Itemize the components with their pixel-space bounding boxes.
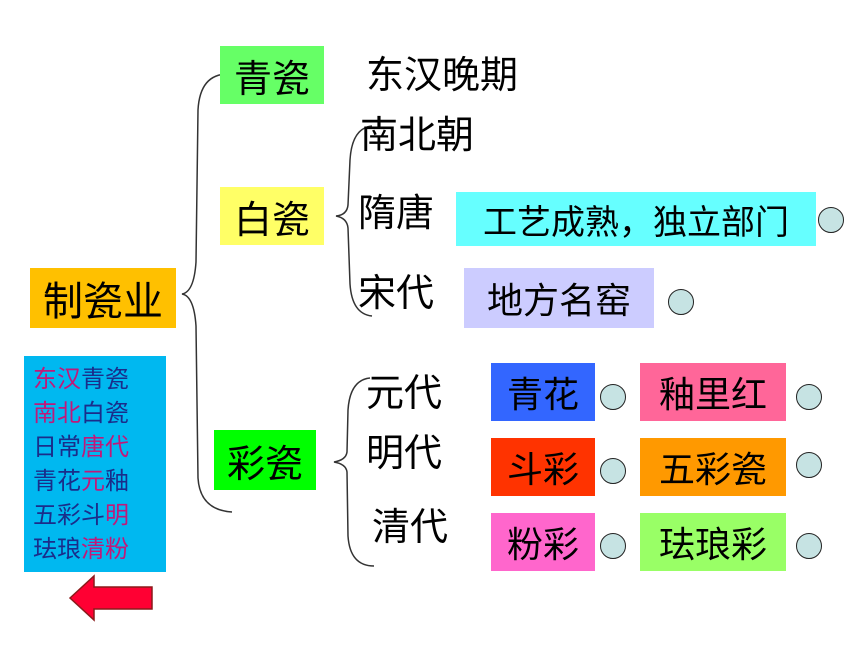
left-arrow-icon[interactable] — [68, 574, 154, 622]
cai-brace — [333, 377, 375, 567]
item-youlihong[interactable]: 釉里红 — [640, 363, 786, 421]
item-fencai[interactable]: 粉彩 — [491, 513, 595, 571]
detail-songdai-label: 地方名窑 — [486, 281, 631, 322]
root-label: 制瓷业 — [43, 279, 163, 325]
period-nanbeichao: 南北朝 — [360, 113, 475, 157]
circle-icon[interactable] — [818, 207, 844, 233]
mnemonic-segment: 日常 — [33, 433, 81, 461]
bai-brace — [335, 125, 373, 317]
mnemonic-segment: 青花 — [33, 467, 81, 495]
period-suitang: 隋唐 — [358, 191, 435, 235]
item-wucaici-label: 五彩瓷 — [658, 450, 767, 491]
circle-icon[interactable] — [796, 384, 822, 410]
circle-icon[interactable] — [668, 289, 694, 315]
mnemonic-segment: 青瓷 — [81, 365, 129, 393]
mnemonic-segment: 釉 — [105, 467, 129, 495]
mnemonic-segment: 元 — [81, 467, 105, 495]
mnemonic-box: 东汉青瓷南北白瓷日常唐代青花元釉五彩斗明珐琅清粉 — [24, 356, 166, 572]
mnemonic-segment: 五彩斗 — [33, 501, 105, 529]
detail-songdai[interactable]: 地方名窑 — [464, 268, 654, 328]
period-qingdai: 清代 — [372, 505, 449, 549]
item-doucai-label: 斗彩 — [506, 450, 579, 491]
circle-icon[interactable] — [796, 452, 822, 478]
branch-qing-note: 东汉晚期 — [366, 53, 519, 97]
circle-icon[interactable] — [600, 458, 626, 484]
branch-cai-label: 彩瓷 — [226, 441, 303, 486]
item-doucai[interactable]: 斗彩 — [491, 438, 595, 496]
branch-qing-node[interactable]: 青瓷 — [220, 46, 324, 104]
circle-icon[interactable] — [600, 384, 626, 410]
detail-suitang[interactable]: 工艺成熟，独立部门 — [456, 192, 816, 246]
branch-cai-node[interactable]: 彩瓷 — [214, 430, 316, 490]
period-yuandai: 元代 — [366, 371, 443, 415]
item-qinghua-label: 青花 — [506, 375, 579, 416]
mnemonic-segment: 明 — [105, 501, 129, 529]
item-wucaici[interactable]: 五彩瓷 — [640, 438, 786, 496]
item-fencai-label: 粉彩 — [506, 525, 579, 566]
period-mingdai: 明代 — [366, 431, 443, 475]
mnemonic-segment: 唐代 — [81, 433, 129, 461]
branch-bai-node[interactable]: 白瓷 — [220, 187, 324, 245]
mnemonic-segment: 东汉 — [33, 365, 81, 393]
detail-suitang-label: 工艺成熟，独立部门 — [483, 202, 789, 243]
mnemonic-segment: 清粉 — [81, 535, 129, 563]
item-falangcai[interactable]: 珐琅彩 — [640, 513, 786, 571]
mnemonic-line: 青花元釉 — [33, 464, 166, 498]
item-falangcai-label: 珐琅彩 — [658, 525, 767, 566]
mnemonic-line: 日常唐代 — [33, 430, 166, 464]
mnemonic-line: 珐琅清粉 — [33, 532, 166, 566]
mnemonic-segment: 南北 — [33, 399, 81, 427]
item-youlihong-label: 釉里红 — [658, 375, 767, 416]
period-songdai: 宋代 — [358, 271, 435, 315]
circle-icon[interactable] — [796, 533, 822, 559]
mnemonic-line: 南北白瓷 — [33, 396, 166, 430]
circle-icon[interactable] — [600, 533, 626, 559]
item-qinghua[interactable]: 青花 — [491, 363, 595, 421]
mnemonic-line: 五彩斗明 — [33, 498, 166, 532]
mnemonic-segment: 白瓷 — [81, 399, 129, 427]
mnemonic-segment: 珐琅 — [33, 535, 81, 563]
branch-bai-label: 白瓷 — [233, 197, 310, 242]
root-node[interactable]: 制瓷业 — [30, 268, 176, 328]
mnemonic-line: 东汉青瓷 — [33, 362, 166, 396]
main-brace — [181, 73, 233, 513]
branch-qing-label: 青瓷 — [233, 56, 310, 101]
